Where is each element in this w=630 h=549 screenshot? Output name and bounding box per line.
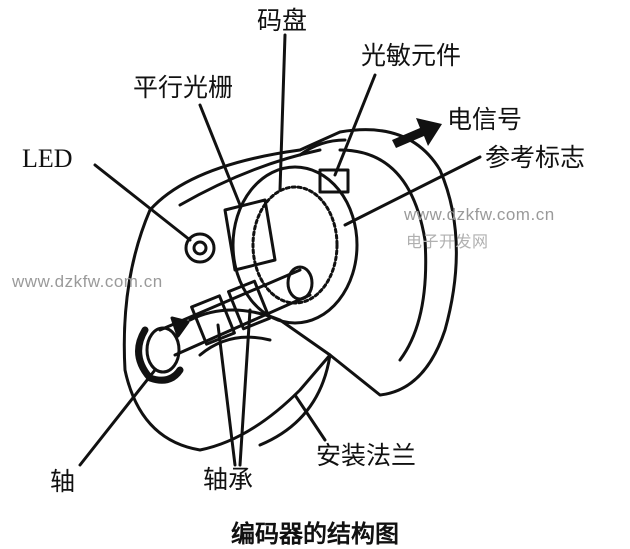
led-body [184,232,216,264]
leader-shaft [78,368,157,467]
leader-reference [343,155,482,227]
shaft-end [286,265,314,301]
leader-led [93,163,192,242]
label-signal: 电信号 [447,105,523,134]
leader-flange [293,393,327,442]
grating [223,198,277,272]
label-photo-element: 光敏元件 [361,41,462,70]
signal-arrow [392,118,442,148]
leader-bearing-1 [216,323,237,467]
label-code-disc: 码盘 [257,6,308,35]
leader-photo [333,73,377,177]
leader-code-disc [278,33,287,192]
code-disc [231,165,359,325]
watermark-site-left: www.dzkfw.com.cn [12,272,163,291]
leader-grating [198,103,242,207]
housing-inner-rim [338,148,428,362]
flange-front [188,308,332,447]
label-led: LED [22,144,73,173]
label-bearing: 轴承 [203,465,254,494]
code-disc-inner [251,185,339,305]
photo-sensor [318,168,350,194]
label-shaft: 轴 [50,467,76,496]
watermark-site-right: www.dzkfw.com.cn [404,205,555,224]
label-reference-mark: 参考标志 [485,143,586,172]
housing-back-edge [298,138,347,157]
label-parallel-grating: 平行光栅 [133,73,234,102]
label-mounting-flange: 安装法兰 [316,441,417,470]
figure-caption: 编码器的结构图 [231,520,399,548]
leader-bearing-2 [238,308,252,467]
shaft-front-end [145,326,181,374]
flange-edge [198,335,272,357]
led-lens [192,240,208,256]
housing-outline [122,128,458,452]
watermark-site-right-cn: 电子开发网 [406,234,489,251]
